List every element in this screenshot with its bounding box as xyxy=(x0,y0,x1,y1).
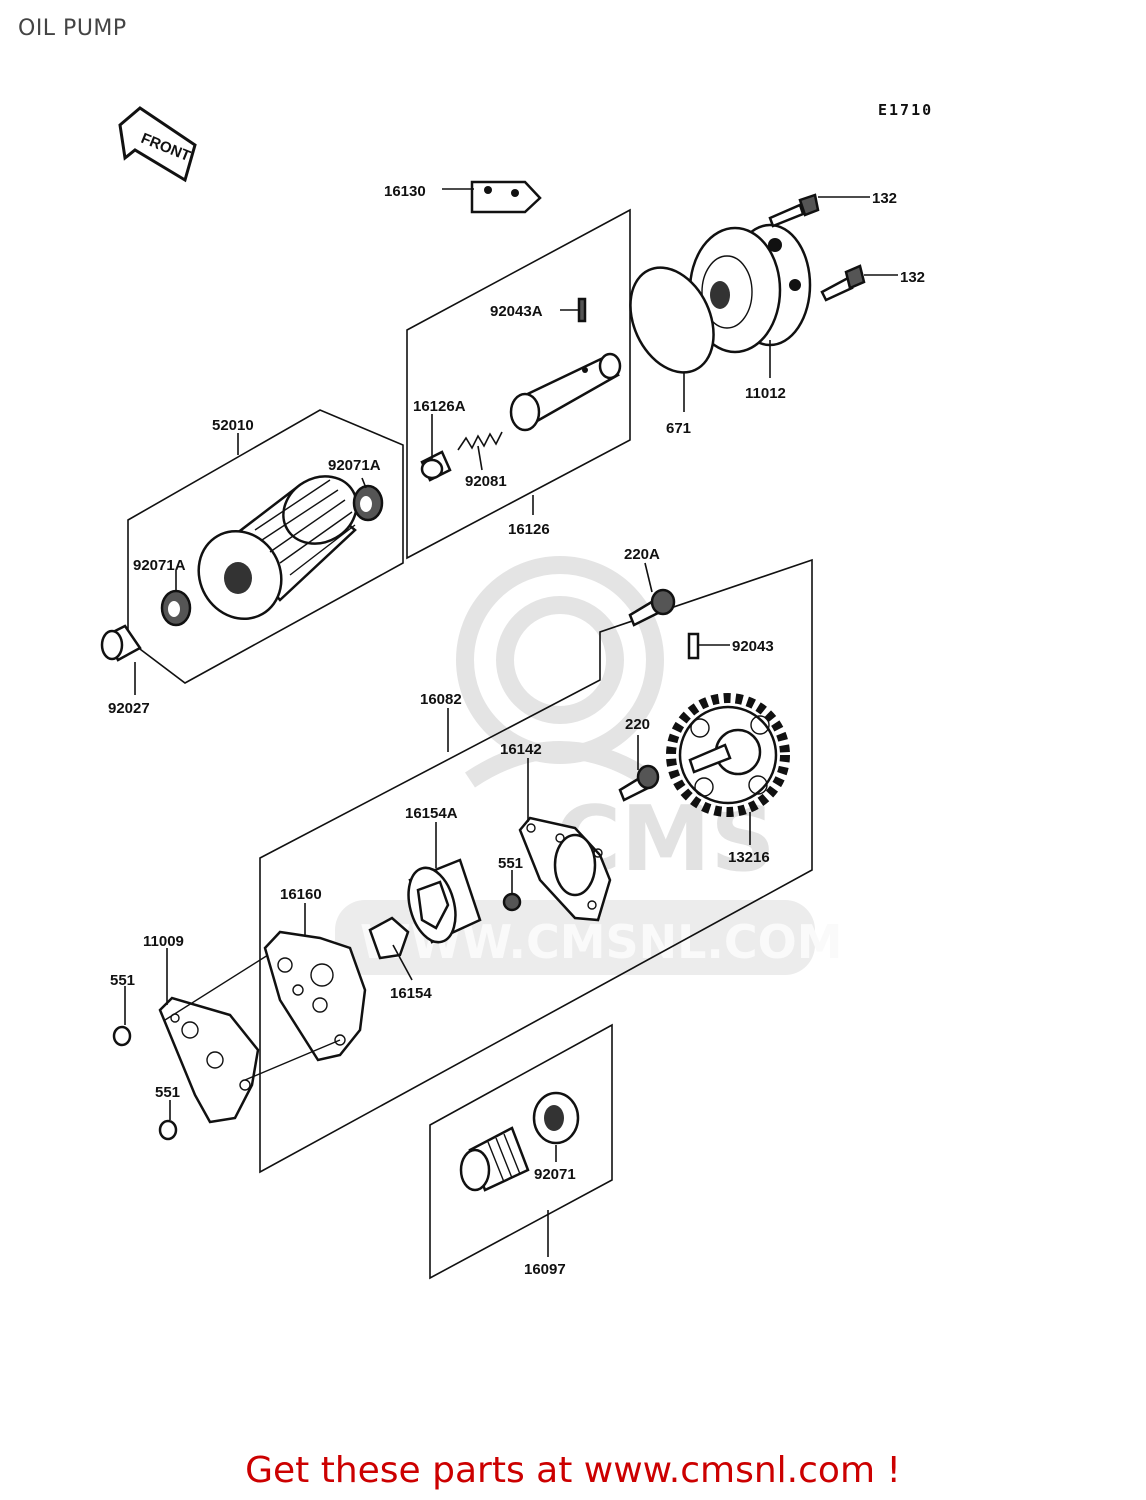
part-16154a-outer-rotor xyxy=(407,858,482,944)
label-132-lower: 132 xyxy=(900,269,925,286)
label-16142: 16142 xyxy=(500,741,542,758)
label-132-upper: 132 xyxy=(872,190,897,207)
part-16126a-piston xyxy=(420,450,452,482)
label-52010: 52010 xyxy=(212,417,254,434)
group-box-relief-valve xyxy=(406,208,631,560)
label-551-middle: 551 xyxy=(498,855,523,872)
part-11009-pump-cover xyxy=(158,996,260,1124)
part-132-bolt-upper xyxy=(768,193,820,228)
label-92027: 92027 xyxy=(108,700,150,717)
part-220a-bolt xyxy=(628,588,676,627)
part-551-dowel-lower xyxy=(158,1119,178,1141)
label-16097: 16097 xyxy=(524,1261,566,1278)
part-relief-valve-body xyxy=(509,352,622,432)
part-92071a-seal-upper xyxy=(352,484,384,522)
group-box-strainer xyxy=(429,1023,613,1280)
part-92071a-seal-lower xyxy=(160,589,192,627)
part-13216-gear xyxy=(666,693,790,817)
part-671-oring xyxy=(629,266,715,374)
part-551-dowel-middle xyxy=(502,892,522,912)
label-13216: 13216 xyxy=(728,849,770,866)
part-16142-body xyxy=(518,816,612,922)
part-52010-oil-filter xyxy=(197,475,358,621)
part-551-dowel-upper xyxy=(112,1025,132,1047)
part-220-bolt xyxy=(618,764,660,802)
part-16130-drawing xyxy=(470,180,542,214)
part-16160-gasket xyxy=(263,930,367,1062)
label-92081: 92081 xyxy=(465,473,507,490)
label-16154a: 16154A xyxy=(405,805,458,822)
label-92071: 92071 xyxy=(534,1166,576,1183)
part-92081-spring xyxy=(457,431,503,451)
label-16126a: 16126A xyxy=(413,398,466,415)
label-551-upper: 551 xyxy=(110,972,135,989)
label-11012: 11012 xyxy=(745,385,786,402)
label-220: 220 xyxy=(625,716,650,733)
label-92043a: 92043A xyxy=(490,303,543,320)
part-labels: 16130 132 132 92043A 16126A 92081 16126 … xyxy=(108,183,925,1278)
label-220a: 220A xyxy=(624,546,660,563)
part-16154-inner-rotor xyxy=(368,916,410,960)
footer-parts-link[interactable]: Get these parts at www.cmsnl.com ! xyxy=(245,1450,901,1491)
label-11009: 11009 xyxy=(143,933,184,950)
page-title: OIL PUMP xyxy=(18,16,127,41)
label-551-lower: 551 xyxy=(155,1084,180,1101)
part-92027-collar xyxy=(100,624,142,662)
label-671: 671 xyxy=(666,420,691,437)
exploded-parts-diagram: CMS WWW.CMSNL.COM E1710 FRONT xyxy=(100,101,933,1280)
label-16160: 16160 xyxy=(280,886,322,903)
diagram-code: E1710 xyxy=(878,101,933,119)
label-16126: 16126 xyxy=(508,521,550,538)
part-132-bolt-lower xyxy=(820,264,866,302)
label-92043: 92043 xyxy=(732,638,774,655)
label-92071a-upper: 92071A xyxy=(328,457,381,474)
group-box-pump xyxy=(259,558,813,1174)
front-arrow-icon: FRONT xyxy=(118,106,197,183)
leader-lines xyxy=(124,188,898,1257)
part-92043-pin xyxy=(687,632,700,660)
label-16082: 16082 xyxy=(420,691,462,708)
part-16097-strainer xyxy=(459,1126,530,1192)
label-16154: 16154 xyxy=(390,985,432,1002)
label-16130: 16130 xyxy=(384,183,426,200)
part-92071-seal xyxy=(532,1091,580,1145)
label-92071a-lower: 92071A xyxy=(133,557,186,574)
